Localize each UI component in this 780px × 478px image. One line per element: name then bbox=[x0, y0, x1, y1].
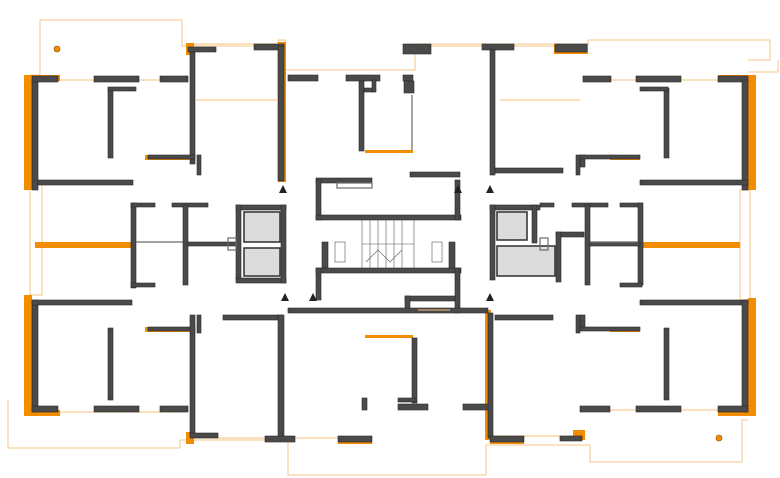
circle-marker-icon bbox=[53, 45, 61, 53]
circle-marker-icon bbox=[715, 434, 723, 442]
structural-walls bbox=[31, 43, 749, 443]
triangle-arrow-icon bbox=[279, 185, 287, 193]
triangle-arrow-icon bbox=[486, 185, 494, 193]
direction-arrows bbox=[279, 185, 494, 301]
interior-lines bbox=[136, 95, 638, 311]
triangle-arrow-icon bbox=[281, 293, 289, 301]
triangle-arrow-icon bbox=[486, 293, 494, 301]
triangle-arrow-icon bbox=[309, 293, 317, 301]
staircase bbox=[334, 217, 443, 271]
triangle-arrow-icon bbox=[454, 185, 462, 193]
